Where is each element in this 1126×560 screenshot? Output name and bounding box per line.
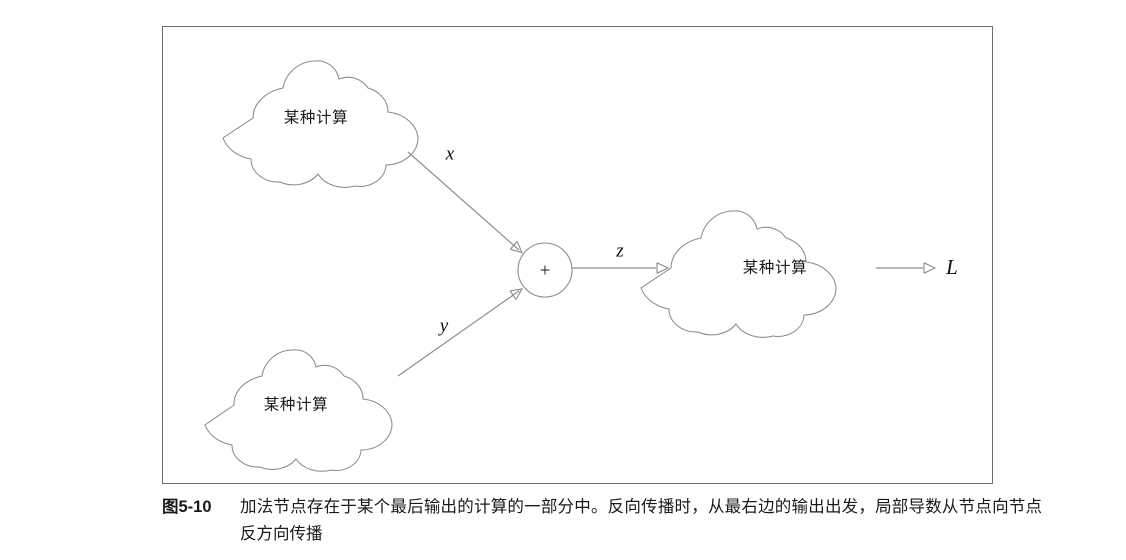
caption-text: 加法节点存在于某个最后输出的计算的一部分中。反向传播时，从最右边的输出出发，局部… bbox=[240, 498, 1042, 543]
figure-caption: 图5-10 加法节点存在于某个最后输出的计算的一部分中。反向传播时，从最右边的输… bbox=[162, 494, 1042, 548]
output-label-L: L bbox=[945, 255, 958, 279]
node-add-operator[interactable]: + bbox=[517, 242, 573, 298]
cloud-shape bbox=[222, 60, 419, 188]
node-cloud-top-left[interactable]: 某种计算 bbox=[222, 60, 419, 188]
caption-row: 图5-10 加法节点存在于某个最后输出的计算的一部分中。反向传播时，从最右边的输… bbox=[162, 494, 1042, 548]
add-node-label: + bbox=[540, 261, 551, 282]
node-cloud-bottom-left[interactable]: 某种计算 bbox=[204, 349, 393, 472]
edge-output: L bbox=[876, 255, 958, 279]
edge-y-line bbox=[397, 290, 520, 377]
add-node-circle bbox=[517, 242, 573, 298]
edge-label-x: x bbox=[445, 143, 455, 164]
edge-label-z: z bbox=[615, 240, 624, 261]
caption-label: 图5-10 bbox=[162, 498, 212, 516]
edge-x-line bbox=[407, 151, 520, 251]
edge-label-y: y bbox=[438, 315, 449, 336]
edge-y: y bbox=[397, 284, 526, 377]
cloud-label-top-left: 某种计算 bbox=[284, 108, 348, 127]
node-cloud-right[interactable]: 某种计算 bbox=[640, 210, 837, 338]
edge-output-arrowhead bbox=[923, 262, 936, 274]
edge-z: z bbox=[572, 240, 669, 274]
edge-x: x bbox=[407, 143, 527, 258]
cloud-label-bottom-left: 某种计算 bbox=[264, 395, 328, 414]
cloud-label-right: 某种计算 bbox=[743, 258, 807, 277]
diagram-canvas: 某种计算 某种计算 某种计算 + x bbox=[204, 60, 958, 472]
cloud-shape bbox=[640, 210, 837, 338]
cloud-shape bbox=[204, 349, 393, 472]
